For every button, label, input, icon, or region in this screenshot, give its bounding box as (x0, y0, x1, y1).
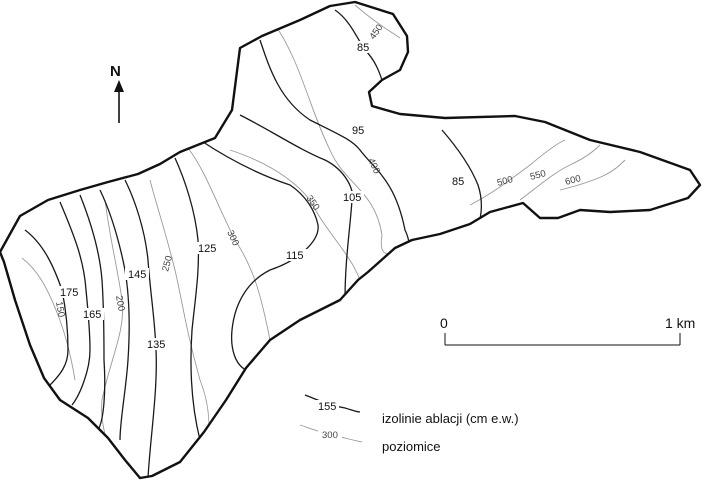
ablation-isoline (124, 179, 157, 478)
contour-line (559, 159, 626, 191)
contour-label: 200 (113, 295, 127, 313)
ablation-labels: 85 95 105 115 125 135 145 165 175 85 (57, 41, 469, 351)
legend-contour-sample: 300 (322, 430, 338, 441)
ablation-label: 145 (128, 269, 146, 281)
contour-line (21, 257, 76, 381)
ablation-isolines (24, 9, 483, 478)
legend-ablation-swatch (304, 394, 361, 413)
scale-bar: 0 1 km (440, 315, 695, 346)
ablation-label: 135 (147, 339, 165, 351)
north-label: N (110, 63, 121, 80)
legend-ablation-label: izolinie ablacji (cm e.w.) (382, 411, 519, 426)
contour-label: 600 (564, 173, 582, 188)
ablation-isoline (259, 39, 411, 261)
contour-label: 250 (160, 255, 175, 273)
contour-labels: 450 400 350 300 250 200 150 500 550 600 (53, 22, 582, 318)
ablation-isoline (199, 139, 319, 371)
ablation-isoline (441, 129, 483, 226)
legend-contour-label: poziomice (382, 439, 441, 454)
ablation-label: 85 (452, 176, 464, 188)
contour-label: 450 (367, 22, 385, 41)
contour-label: 550 (529, 168, 547, 183)
ablation-label: 165 (83, 309, 101, 321)
scale-end-label: 1 km (665, 315, 695, 331)
legend-contour-swatch (299, 424, 363, 443)
contour-line (187, 147, 271, 341)
glacier-outline (0, 0, 702, 480)
scale-start-label: 0 (440, 315, 448, 331)
contour-lines (21, 4, 626, 451)
ablation-label: 85 (357, 42, 369, 54)
ablation-isoline (24, 229, 69, 386)
ablation-label: 95 (352, 125, 364, 137)
legend-ablation-sample: 155 (318, 401, 336, 413)
contour-line (149, 179, 210, 451)
ablation-isoline (239, 114, 354, 301)
contour-line (274, 24, 399, 255)
contour-label: 500 (496, 174, 514, 189)
contour-line (229, 149, 366, 301)
ablation-isoline (174, 157, 201, 441)
ablation-label: 115 (286, 250, 304, 262)
contour-line (519, 144, 601, 201)
ablation-isoline (99, 189, 130, 441)
contour-line (354, 4, 401, 39)
ablation-label: 125 (198, 243, 216, 255)
contour-line (101, 199, 124, 451)
contour-label: 350 (304, 193, 322, 212)
north-arrowhead-icon (114, 80, 124, 92)
legend: 155 izolinie ablacji (cm e.w.) 300 pozio… (299, 394, 519, 454)
north-arrow: N (110, 63, 124, 123)
contour-line (469, 139, 566, 206)
ablation-label: 175 (60, 287, 78, 299)
contour-label: 150 (53, 301, 67, 319)
ablation-label: 105 (343, 192, 361, 204)
